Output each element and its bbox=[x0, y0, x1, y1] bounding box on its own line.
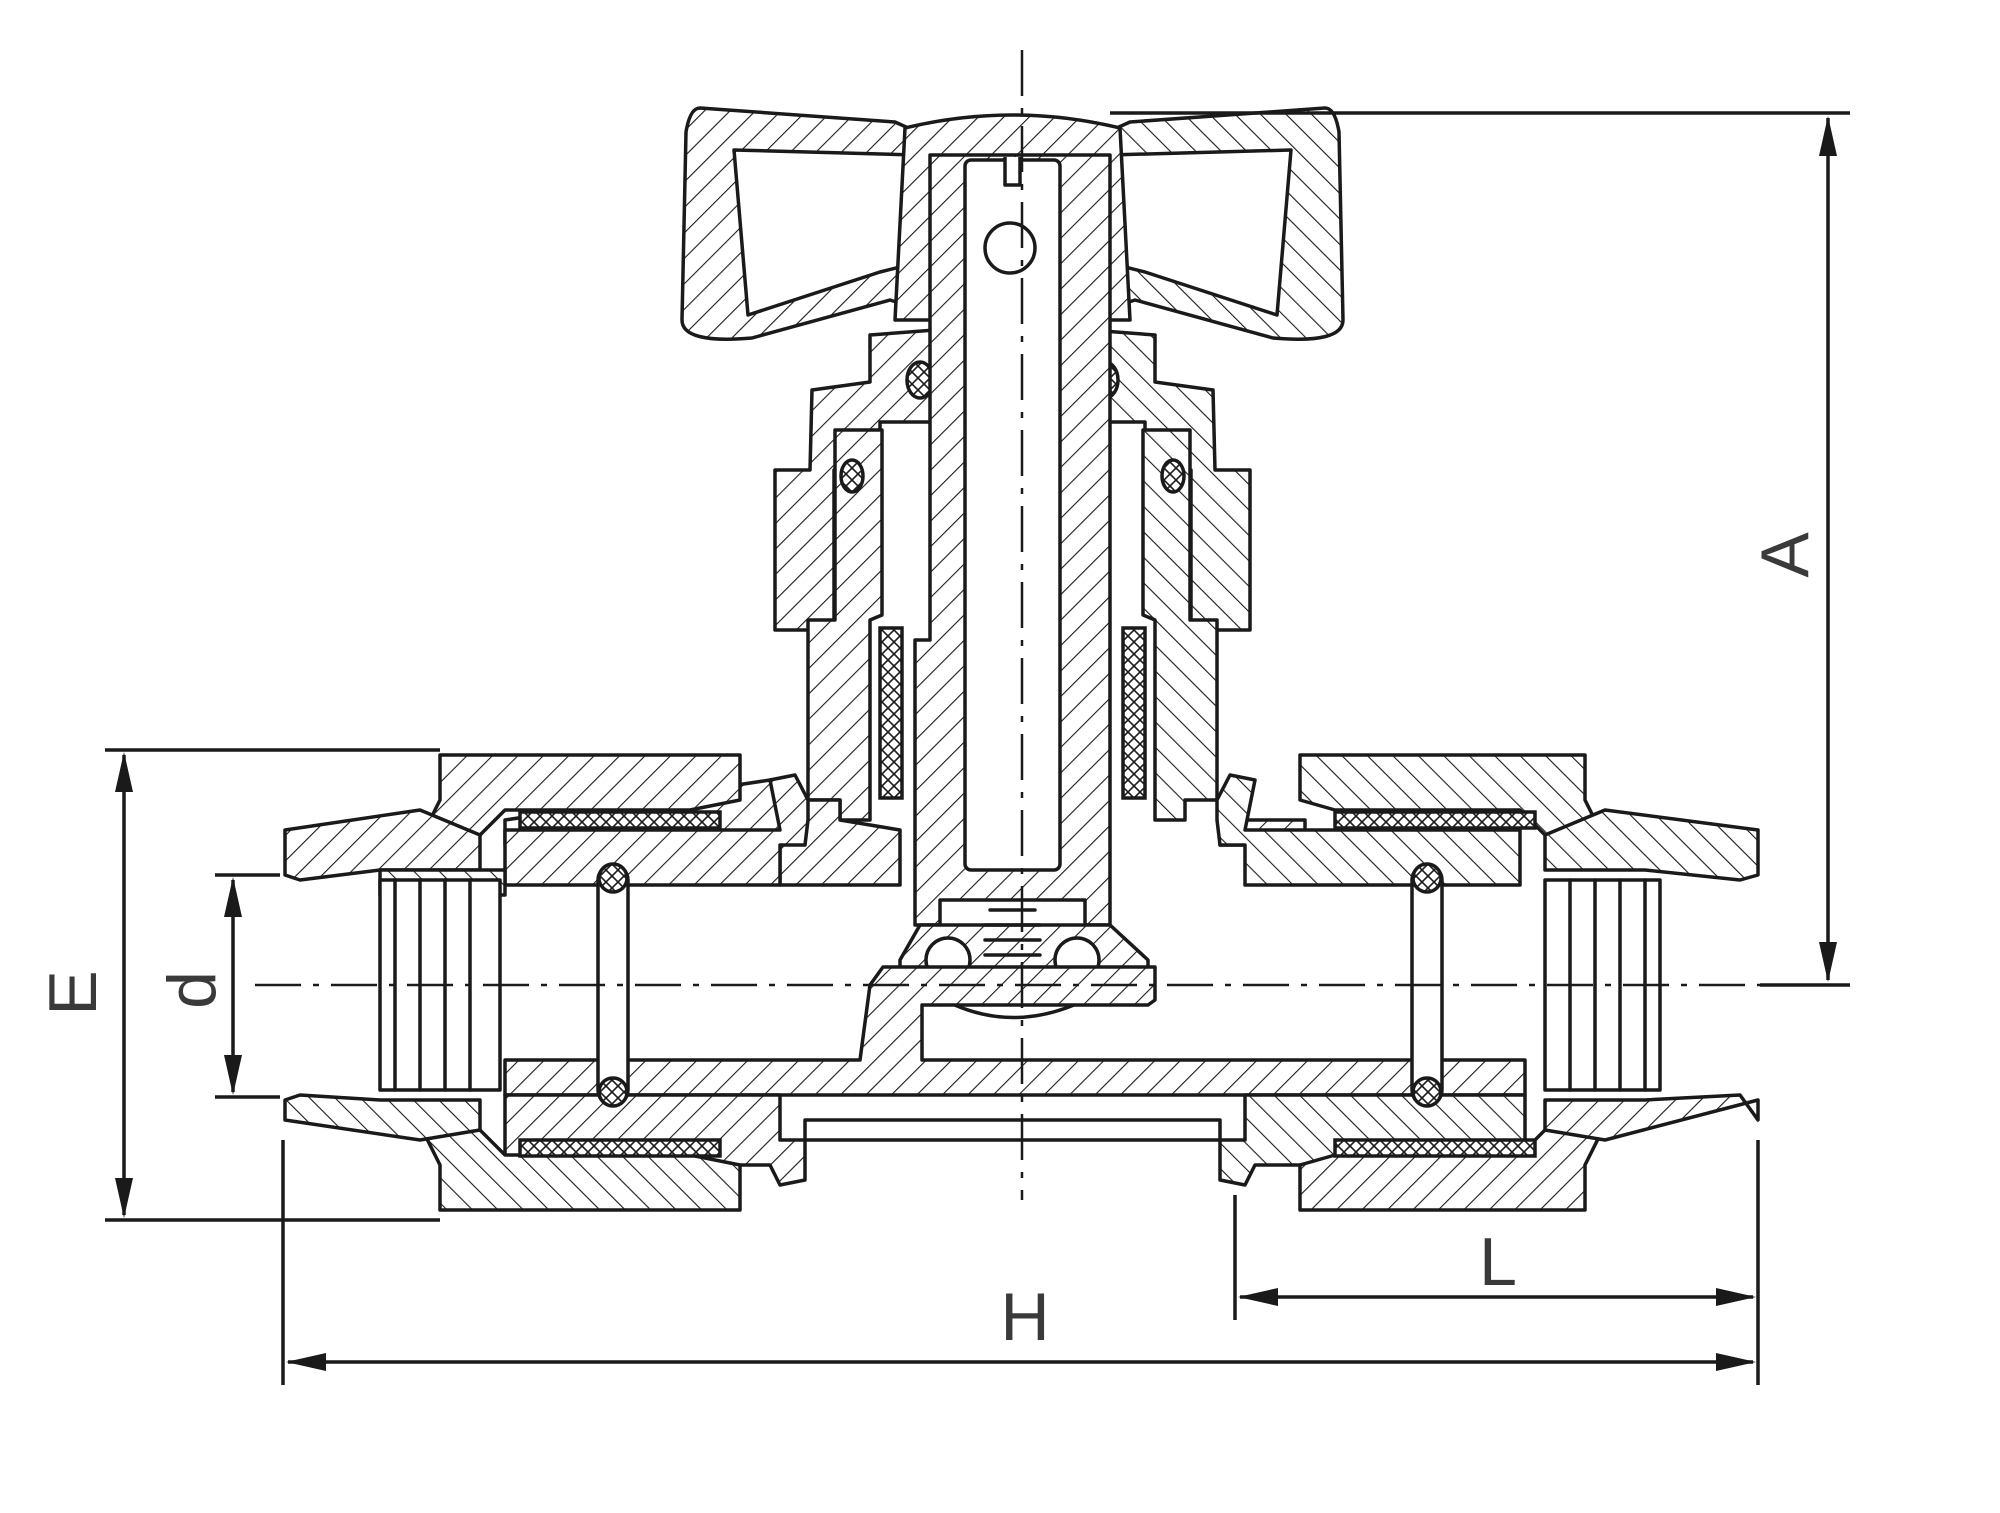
dimension-H bbox=[281, 1140, 1760, 1385]
right-oring-top bbox=[1411, 862, 1443, 894]
bonnet bbox=[773, 328, 1252, 822]
stem-pin-hole bbox=[983, 221, 1037, 275]
left-nut-lower bbox=[418, 1123, 742, 1212]
left-collet-lower bbox=[283, 1093, 482, 1142]
dimension-L bbox=[1233, 1195, 1756, 1320]
dimension-A bbox=[1110, 111, 1850, 987]
left-grip-ring-upper bbox=[518, 810, 722, 830]
dim-L-arrow-right bbox=[1716, 1288, 1756, 1306]
label-d: d bbox=[154, 971, 230, 1009]
dim-E-arrow-top bbox=[115, 752, 133, 792]
oring-nut-right bbox=[1160, 458, 1186, 494]
dimension-E bbox=[105, 748, 440, 1222]
right-oring-bottom bbox=[1411, 1076, 1443, 1108]
right-fitting bbox=[1298, 753, 1760, 1212]
disc-spring bbox=[983, 908, 1042, 972]
oring-nut-left bbox=[839, 458, 865, 494]
packing-left bbox=[878, 626, 904, 800]
label-A: A bbox=[1747, 532, 1823, 578]
left-grip-ring-lower bbox=[518, 1138, 722, 1158]
dim-H-arrow-left bbox=[286, 1353, 326, 1371]
body-left-upper bbox=[503, 773, 810, 887]
dim-E-arrow-bottom bbox=[115, 1178, 133, 1218]
dim-A-arrow-top bbox=[1819, 116, 1837, 156]
body-lower-cavity bbox=[803, 1118, 1222, 1142]
right-grip-ring-upper bbox=[1333, 810, 1537, 830]
left-oring-bottom bbox=[597, 1076, 629, 1108]
dimension-d bbox=[215, 873, 280, 1099]
dim-L-arrow-left bbox=[1238, 1288, 1278, 1306]
right-collet-upper bbox=[1543, 808, 1760, 882]
body-right-upper bbox=[1215, 773, 1522, 887]
right-collet-lower bbox=[1543, 1093, 1760, 1142]
packing-right bbox=[1121, 626, 1147, 800]
right-grip-ring-lower bbox=[1333, 1138, 1537, 1158]
stem-slot bbox=[1003, 157, 1022, 187]
dim-A-arrow-bottom bbox=[1819, 942, 1837, 982]
dim-d-arrow-top bbox=[224, 877, 242, 917]
dim-H-arrow-right bbox=[1716, 1353, 1756, 1371]
body-center-block bbox=[503, 965, 1527, 1097]
dim-d-arrow-bottom bbox=[224, 1055, 242, 1095]
label-E: E bbox=[35, 970, 111, 1015]
stem bbox=[913, 153, 1112, 927]
left-oring-top bbox=[597, 862, 629, 894]
label-H: H bbox=[1000, 1279, 1049, 1355]
left-nut-upper bbox=[418, 753, 742, 842]
bonnet-body-right bbox=[1141, 428, 1219, 822]
label-L: L bbox=[1479, 1224, 1517, 1300]
